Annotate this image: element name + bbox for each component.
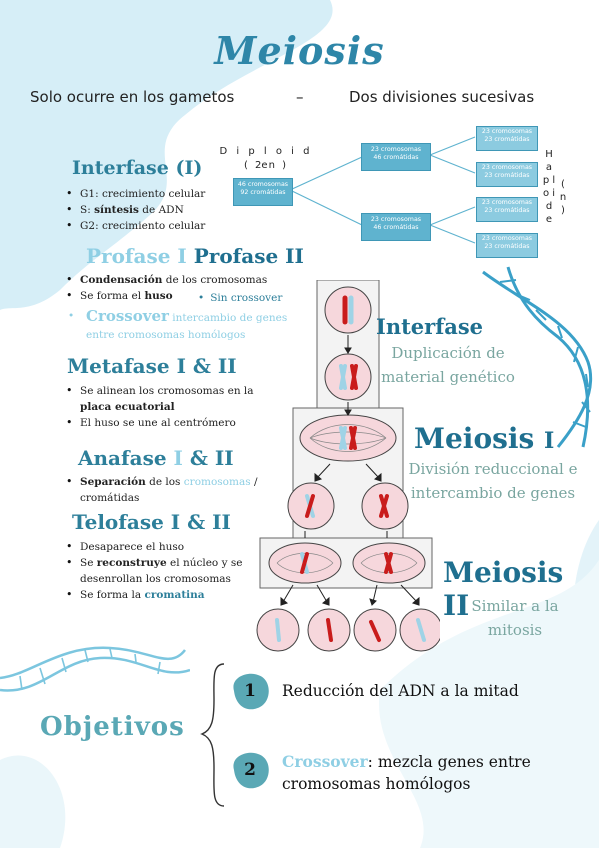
meiosis-1-desc: División reduccional e intercambio de ge… xyxy=(408,460,578,502)
tree-mid-line1: 23 cromosomas xyxy=(370,146,422,153)
list-item: Se reconstruye el núcleo y se desenrolla… xyxy=(62,555,262,587)
tree-leaf-box: 23 cromosomas 23 cromátidas xyxy=(476,197,538,222)
objective-text: Crossover: mezcla genes entre cromosomas… xyxy=(282,752,531,793)
list-item: Separación de los cromosomas / cromátida… xyxy=(62,474,277,506)
tree-leaf-line1: 23 cromosomas xyxy=(481,199,533,206)
list-item: Se forma el huso xyxy=(62,288,312,304)
anafase-heading: Anafase I & II xyxy=(78,446,234,470)
interfase-diagram-title: Interfase xyxy=(376,314,484,339)
diploid-label: D i p l o i d e xyxy=(219,146,313,171)
meiosis-1-title: Meiosis I xyxy=(414,422,555,455)
sin-crossover-item: •Sin crossover xyxy=(198,292,283,304)
tree-leaf-box: 23 cromosomas 23 cromátidas xyxy=(476,126,538,151)
interfase-heading: Interfase (I) xyxy=(72,157,203,179)
list-item: S: síntesis de ADN xyxy=(62,202,262,218)
dna-helix-icon xyxy=(0,646,190,692)
tree-mid-line1: 23 cromosomas xyxy=(370,216,422,223)
profase-list: Condensación de los cromosomas Se forma … xyxy=(62,272,312,304)
list-item: G1: crecimiento celular xyxy=(62,186,262,202)
anafase-list: Separación de los cromosomas / cromátida… xyxy=(62,474,277,506)
tree-mid-line2: 46 cromátidas xyxy=(373,224,419,231)
list-item: Condensación de los cromosomas xyxy=(62,272,312,288)
tree-leaf-line2: 23 cromátidas xyxy=(484,136,530,143)
tree-leaf-line1: 23 cromosomas xyxy=(481,128,533,135)
subtitle-right: Dos divisiones sucesivas xyxy=(349,88,535,106)
page-title: Meiosis xyxy=(214,28,385,73)
telofase-list: Desaparece el huso Se reconstruye el núc… xyxy=(62,539,262,603)
tree-mid-line2: 46 cromátidas xyxy=(373,154,419,161)
objective-text: Reducción del ADN a la mitad xyxy=(282,682,519,700)
meiosis-diagram xyxy=(256,280,440,652)
objective-number: 1 xyxy=(228,671,272,711)
metafase-heading: Metafase I & II xyxy=(67,354,237,378)
interfase-diagram-desc: Duplicación de material genético xyxy=(381,344,515,386)
list-item: Se alinean los cromosomas en la placa ec… xyxy=(62,383,272,415)
objective-number: 2 xyxy=(228,750,272,790)
tree-leaf-line2: 23 cromátidas xyxy=(484,172,530,179)
profase-1-heading: Profase I xyxy=(86,244,187,268)
profase-2-heading: Profase II xyxy=(193,244,304,268)
tree-connectors xyxy=(290,136,476,244)
list-item: El huso se une al centrómero xyxy=(62,415,272,431)
interfase-list: G1: crecimiento celular S: síntesis de A… xyxy=(62,186,262,234)
metafase-list: Se alinean los cromosomas en la placa ec… xyxy=(62,383,272,431)
meiosis-2-title: Meiosis II xyxy=(443,556,564,622)
crossover-item: • Crossover intercambio de genes entre c… xyxy=(68,307,288,342)
diploid-sub: ( 2 n ) xyxy=(243,160,289,171)
tree-leaf-box: 23 cromosomas 23 cromátidas xyxy=(476,233,538,258)
profase-heading: Profase I Profase II xyxy=(86,244,304,268)
objetivos-brace xyxy=(200,663,225,807)
tree-root-line2: 92 cromátidas xyxy=(240,189,286,196)
haploid-label: H a p l o i d e xyxy=(542,149,556,225)
list-item: G2: crecimiento celular xyxy=(62,218,262,234)
meiosis-2-desc: Similar a la mitosis xyxy=(471,597,559,639)
telofase-heading: Telofase I & II xyxy=(72,510,231,534)
subtitle-left: Solo ocurre en los gametos xyxy=(30,88,235,106)
tree-root-line1: 46 cromosomas xyxy=(237,181,289,188)
haploid-sub: ( n ) xyxy=(559,179,567,216)
tree-mid-box: 23 cromosomas 46 cromátidas xyxy=(361,213,431,241)
tree-leaf-line2: 23 cromátidas xyxy=(484,207,530,214)
list-item: Se forma la cromatina xyxy=(62,587,262,603)
tree-leaf-line1: 23 cromosomas xyxy=(481,235,533,242)
subtitle-dash: – xyxy=(296,88,304,106)
tree-leaf-line1: 23 cromosomas xyxy=(481,164,533,171)
tree-leaf-box: 23 cromosomas 23 cromátidas xyxy=(476,162,538,187)
list-item: Desaparece el huso xyxy=(62,539,262,555)
objetivos-heading: Objetivos xyxy=(40,712,185,742)
tree-mid-box: 23 cromosomas 46 cromátidas xyxy=(361,143,431,171)
dna-helix-icon xyxy=(482,266,593,448)
tree-leaf-line2: 23 cromátidas xyxy=(484,243,530,250)
